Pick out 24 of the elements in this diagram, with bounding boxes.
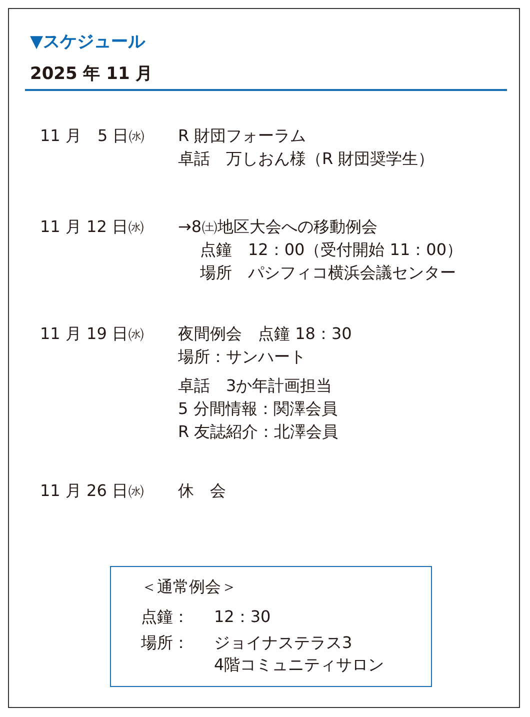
field-label: 場所：: [141, 633, 189, 653]
date-text: 11 月 26 日㈬: [40, 481, 144, 501]
field-value: 12：30: [214, 607, 271, 627]
event-text: 卓話 3か年計画担当: [178, 376, 332, 396]
field-label: 点鐘：: [141, 607, 189, 627]
date-text: 11 月 5 日㈬: [40, 126, 145, 146]
event-text: 場所：サンハート: [178, 347, 306, 367]
field-value: 4階コミュニティサロン: [214, 655, 384, 675]
event-text: 5 分間情報：関澤会員: [178, 399, 338, 419]
date-text: 11 月 12 日㈬: [40, 217, 144, 237]
field-value: ジョイナステラス3: [214, 633, 352, 653]
event-text: 点鐘 12：00（受付開始 11：00）: [200, 240, 463, 260]
info-box: [110, 566, 432, 687]
month-heading: 2025 年 11 月: [30, 64, 153, 84]
event-text: 卓話 万しおん様（R 財団奨学生）: [178, 149, 434, 169]
event-text: 休 会: [178, 481, 226, 501]
date-text: 11 月 19 日㈬: [40, 324, 144, 344]
event-text: →8㈯地区大会への移動例会: [178, 217, 378, 237]
event-text: R 財団フォーラム: [178, 126, 306, 146]
event-text: R 友誌紹介：北澤会員: [178, 422, 338, 442]
box-heading: ＜通常例会＞: [141, 577, 237, 597]
section-title: ▼スケジュール: [30, 32, 146, 52]
event-text: 夜間例会 点鐘 18：30: [178, 324, 352, 344]
event-text: 場所 パシフィコ横浜会議センター: [200, 263, 456, 283]
